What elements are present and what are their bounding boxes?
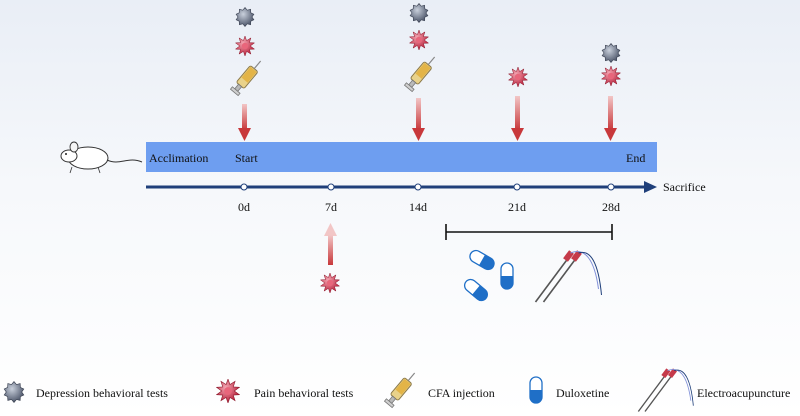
timeline-axis: [146, 181, 657, 193]
legend: Depression behavioral tests Pain behavio…: [3, 367, 790, 413]
treatment-icons: [461, 247, 603, 304]
pain-test-icon: [320, 273, 340, 293]
down-arrow-icon: [412, 98, 425, 141]
down-arrow-icon: [604, 96, 617, 141]
treatment-bracket: [445, 224, 613, 240]
legend-label-depression: Depression behavioral tests: [36, 386, 168, 400]
day-label-14d: 14d: [409, 200, 427, 214]
day-tick-7d: 7d: [325, 183, 337, 214]
down-arrow-icon: [238, 104, 251, 141]
bar-label-start: Start: [235, 151, 258, 165]
capsule-icon: [461, 276, 491, 304]
day0-events: [229, 7, 266, 141]
electroacupuncture-icon: [637, 367, 695, 413]
timeline-end-label: Sacrifice: [663, 180, 706, 194]
legend-label-cfa: CFA injection: [428, 386, 495, 400]
day-tick-21d: 21d: [508, 183, 526, 214]
day-label-21d: 21d: [508, 200, 526, 214]
day14-events: [403, 3, 440, 141]
depression-test-icon: [601, 43, 621, 63]
legend-item-electroacupuncture: Electroacupuncture: [637, 367, 790, 413]
pain-test-icon: [508, 67, 528, 87]
day7-events: [320, 223, 340, 293]
legend-item-cfa: CFA injection: [383, 372, 495, 409]
day-label-28d: 28d: [602, 200, 620, 214]
depression-test-icon: [3, 381, 25, 403]
mouse-icon: [60, 141, 143, 174]
depression-test-icon: [409, 3, 429, 23]
pain-test-icon: [601, 66, 621, 86]
syringe-icon: [383, 372, 420, 409]
capsule-icon: [500, 262, 514, 290]
protocol-bar: [146, 142, 657, 172]
pain-test-icon: [216, 379, 240, 403]
pain-test-icon: [409, 30, 429, 50]
legend-label-pain: Pain behavioral tests: [254, 386, 354, 400]
day-tick-28d: 28d: [602, 183, 620, 214]
legend-item-depression: Depression behavioral tests: [3, 381, 168, 403]
capsule-icon: [529, 376, 543, 404]
legend-label-duloxetine: Duloxetine: [556, 386, 609, 400]
day-label-0d: 0d: [238, 200, 250, 214]
day28-events: [601, 43, 621, 141]
capsule-icon: [467, 247, 497, 273]
up-arrow-icon: [324, 223, 337, 265]
legend-item-pain: Pain behavioral tests: [216, 379, 354, 403]
day-label-7d: 7d: [325, 200, 337, 214]
depression-test-icon: [235, 7, 255, 27]
syringe-icon: [403, 56, 440, 93]
electroacupuncture-icon: [534, 249, 603, 303]
pain-test-icon: [235, 36, 255, 56]
legend-label-electroacupuncture: Electroacupuncture: [697, 386, 790, 400]
bar-label-acclimation: Acclimation: [149, 151, 208, 165]
syringe-icon: [229, 60, 266, 97]
legend-item-duloxetine: Duloxetine: [529, 376, 609, 404]
day-tick-14d: 14d: [409, 183, 427, 214]
day21-events: [508, 67, 528, 141]
bar-label-end: End: [626, 151, 645, 165]
day-tick-0d: 0d: [238, 183, 250, 214]
down-arrow-icon: [511, 96, 524, 141]
